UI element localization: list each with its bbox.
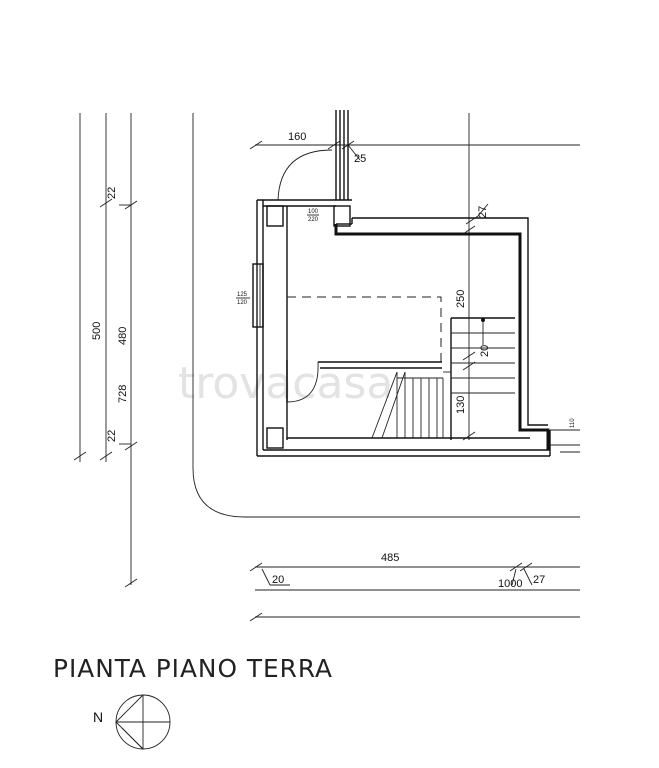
- interior-dimensions: 27 250 20 130: [455, 203, 491, 441]
- dim-25: 25: [354, 153, 366, 165]
- watermark: trovacasa: [178, 358, 393, 409]
- dim-22a: 22: [106, 187, 118, 199]
- dim-20-step: 20: [479, 345, 491, 357]
- dim-160: 160: [288, 131, 306, 143]
- dim-20-bottom: 20: [272, 574, 284, 586]
- window-top-label: 100 220: [307, 209, 319, 223]
- top-dimension: 160 25: [249, 131, 580, 165]
- dim-485: 485: [381, 552, 399, 564]
- dim-27-bottom: 27: [533, 574, 545, 586]
- svg-text:100: 100: [308, 209, 319, 215]
- dim-window-left-b: 120: [237, 300, 248, 306]
- dim-480: 480: [117, 327, 129, 345]
- dim-22b: 22: [106, 430, 118, 442]
- dim-250: 250: [455, 290, 467, 308]
- staircase: [371, 317, 515, 440]
- svg-text:220: 220: [308, 217, 319, 223]
- dim-27-wall: 27: [477, 206, 489, 218]
- left-dimension-lines: 22 500 480 728 22: [73, 113, 138, 588]
- dim-500: 500: [91, 322, 103, 340]
- entrance-door: [277, 110, 349, 201]
- plan-title: PIANTA PIANO TERRA: [53, 654, 333, 683]
- mezzanine-outline: [287, 296, 442, 365]
- dim-1000: 1000: [498, 578, 522, 590]
- dim-130: 130: [455, 396, 467, 414]
- boundary-line: [192, 113, 580, 518]
- dim-728: 728: [117, 385, 129, 403]
- dim-window-left-a: 125: [237, 292, 248, 298]
- interior-door: [286, 360, 442, 403]
- north-arrow-icon: [115, 694, 171, 750]
- north-label: N: [93, 709, 103, 725]
- building-walls: 110: [256, 199, 580, 457]
- bottom-dimensions: 485 20 1000 27: [249, 552, 580, 622]
- window-left: 125 120: [236, 263, 264, 328]
- dim-110: 110: [570, 418, 576, 428]
